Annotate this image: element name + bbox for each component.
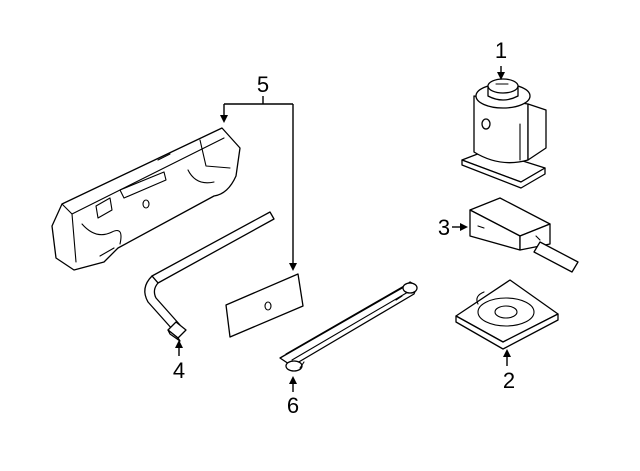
- part-6-jack-handle[interactable]: [279, 281, 418, 372]
- callout-leader-2: [503, 349, 511, 366]
- callout-leader-3: [452, 223, 468, 231]
- part-5-tool-holder-panel[interactable]: [225, 273, 304, 338]
- part-1-jack[interactable]: [461, 78, 547, 189]
- callout-3: 3: [438, 215, 450, 240]
- part-5-tool-holder-foam[interactable]: [51, 127, 241, 271]
- part-2-jack-pad[interactable]: [455, 279, 559, 350]
- part-3-bracket[interactable]: [469, 197, 579, 273]
- part-4-lug-wrench[interactable]: [144, 211, 275, 342]
- callout-6: 6: [287, 393, 299, 418]
- callout-2: 2: [503, 368, 515, 393]
- callout-leader-6: [289, 376, 297, 392]
- callout-1: 1: [495, 38, 507, 63]
- callout-leader-5: [220, 96, 297, 271]
- callout-leader-1: [497, 66, 505, 80]
- callout-5: 5: [257, 72, 269, 97]
- callout-leader-4: [175, 340, 183, 356]
- callout-4: 4: [173, 358, 185, 383]
